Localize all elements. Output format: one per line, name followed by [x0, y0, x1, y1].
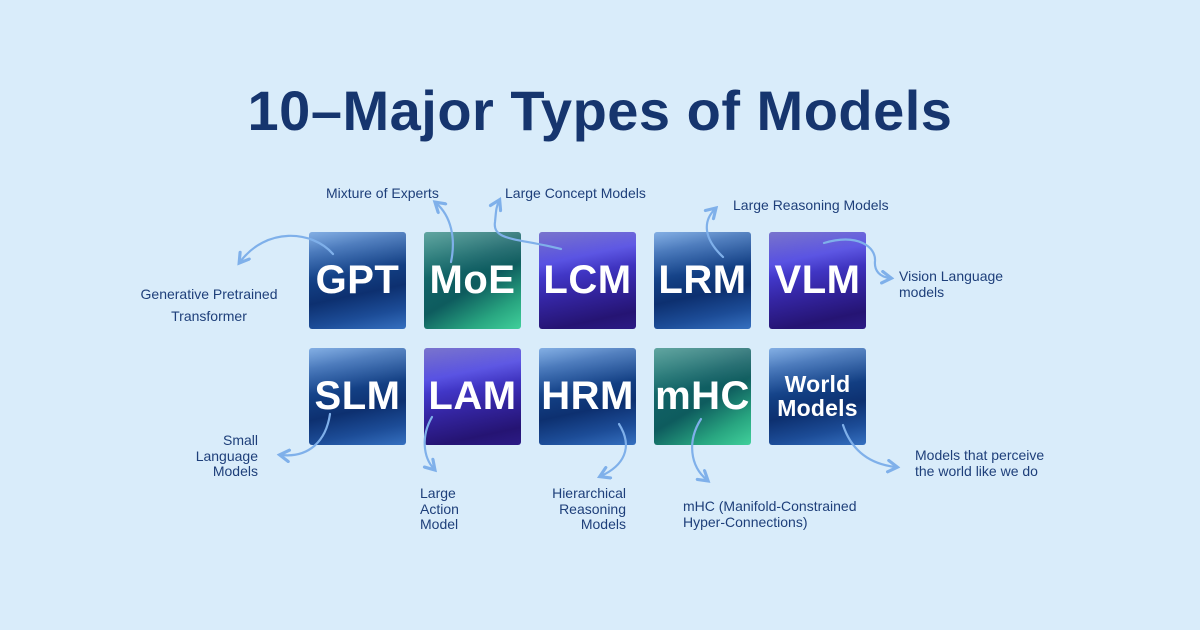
tile-slm-label: SLM: [314, 374, 401, 419]
tile-lrm: LRM: [654, 232, 751, 329]
tile-lrm-label: LRM: [658, 258, 747, 303]
tile-lcm: LCM: [539, 232, 636, 329]
annotation-slm: Small Language Models: [195, 432, 258, 479]
tile-gpt-label: GPT: [315, 258, 400, 303]
page-title: 10–Major Types of Models: [247, 79, 953, 142]
tile-vlm-label: VLM: [774, 258, 861, 303]
tile-moe: MoE: [424, 232, 521, 329]
tile-lam-label: LAM: [428, 374, 517, 419]
tile-hrm: HRM: [539, 348, 636, 445]
tile-slm: SLM: [309, 348, 406, 445]
annotation-hrm: Hierarchical Reasoning Models: [552, 485, 626, 532]
tile-moe-label: MoE: [429, 258, 516, 303]
tile-world-models: World Models: [769, 348, 866, 445]
tile-vlm: VLM: [769, 232, 866, 329]
tile-gpt: GPT: [309, 232, 406, 329]
tile-world-models-label: World Models: [777, 371, 858, 421]
tile-lam: LAM: [424, 348, 521, 445]
annotation-vlm: Vision Language models: [899, 268, 1004, 300]
annotation-lrm: Large Reasoning Models: [733, 197, 889, 213]
tile-hrm-label: HRM: [541, 374, 634, 419]
tile-mhc-label: mHC: [655, 374, 750, 419]
annotation-moe: Mixture of Experts: [326, 185, 439, 201]
tile-lcm-label: LCM: [543, 258, 632, 303]
annotation-world-models: Models that perceive the world like we d…: [915, 447, 1045, 479]
annotation-gpt: Generative Pretrained Transformer: [140, 286, 278, 324]
tile-mhc: mHC: [654, 348, 751, 445]
annotation-mhc: mHC (Manifold-Constrained Hyper-Connecti…: [683, 498, 857, 530]
annotation-lam: Large Action Model: [420, 485, 459, 532]
annotation-lcm: Large Concept Models: [505, 185, 646, 201]
